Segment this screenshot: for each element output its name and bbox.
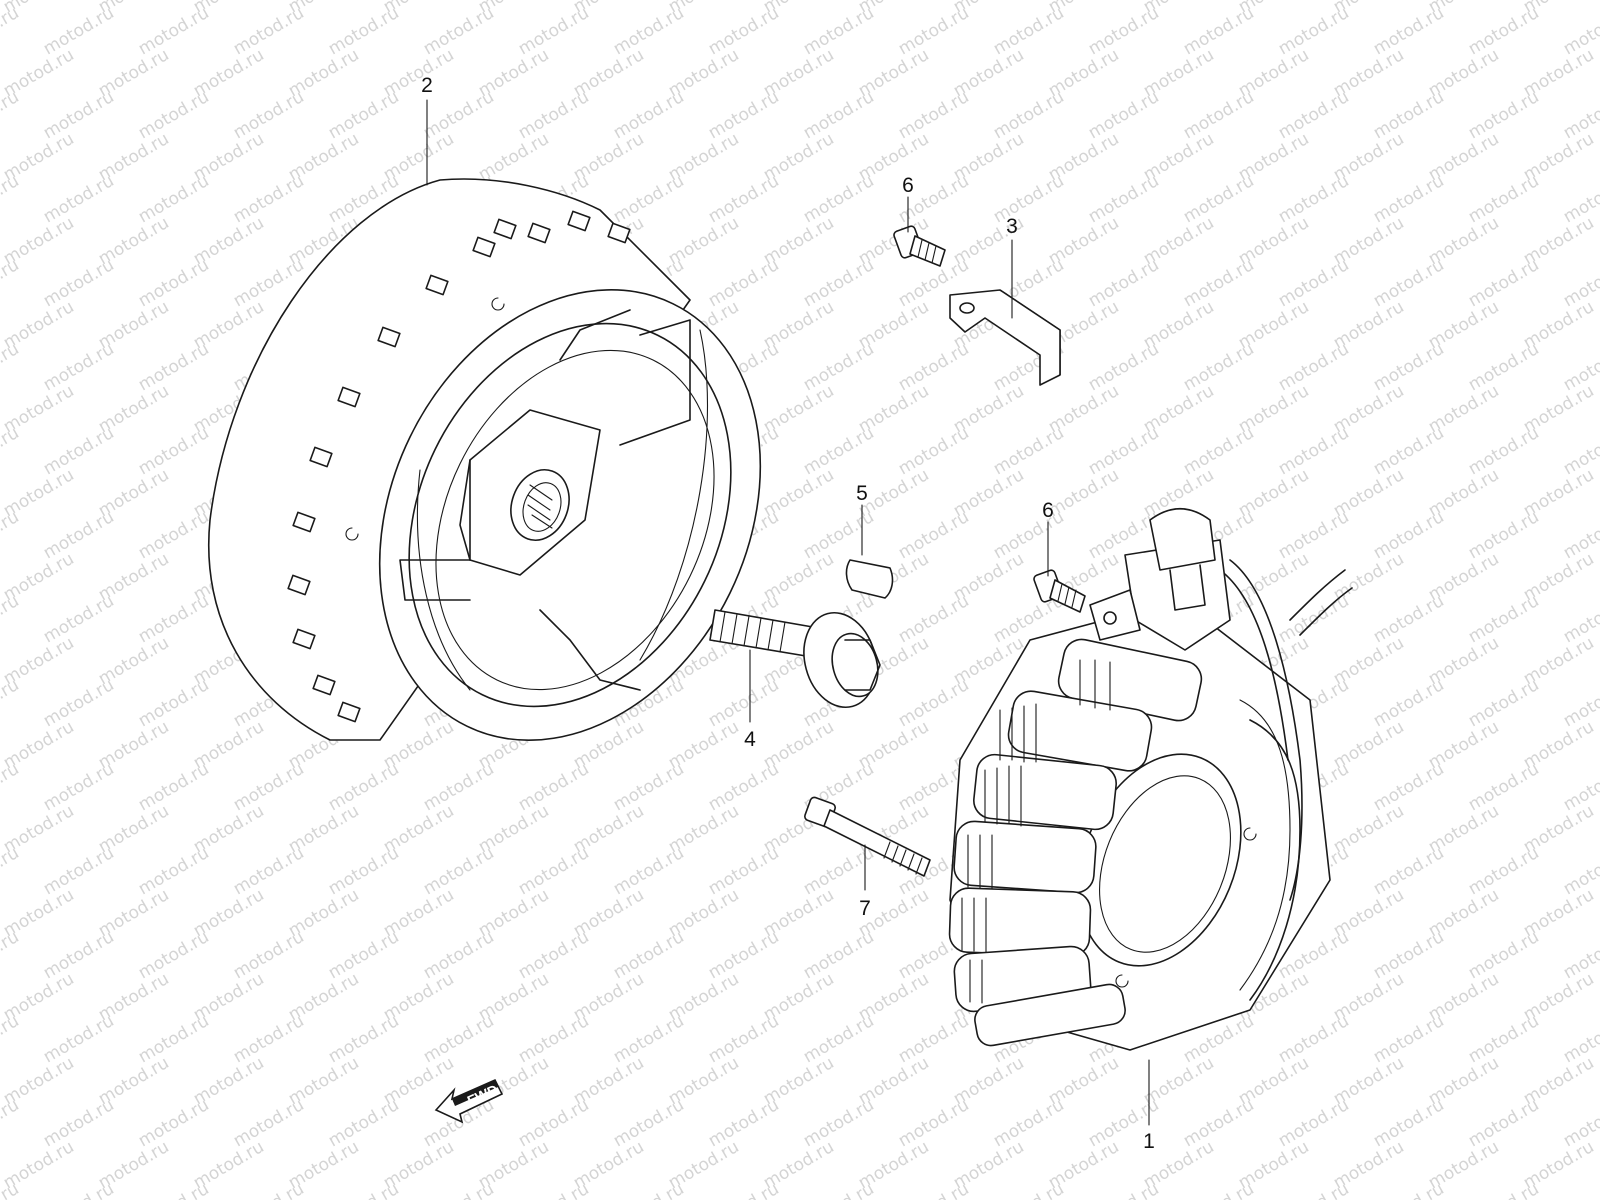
callout-1: 1 — [1143, 1130, 1155, 1153]
callout-5: 5 — [856, 482, 868, 505]
stator-coils — [948, 638, 1203, 1047]
callout-6-lower: 6 — [1042, 499, 1054, 522]
rotor-magnet-tabs — [287, 210, 631, 723]
callout-6-upper: 6 — [902, 174, 914, 197]
wire-clamp-bracket — [949, 289, 1061, 386]
callout-4: 4 — [744, 728, 756, 751]
leader-lines — [426, 99, 1150, 1126]
stator-assembly — [948, 508, 1353, 1051]
callout-3: 3 — [1006, 215, 1018, 238]
screw-upper — [893, 225, 946, 267]
stator-mounting-screw — [804, 796, 931, 877]
fwd-arrow-badge: FWD — [434, 1078, 504, 1124]
woodruff-key — [845, 559, 894, 599]
rotor-bolt — [709, 609, 881, 709]
callout-7: 7 — [859, 897, 871, 920]
callout-2: 2 — [421, 74, 433, 97]
fwd-label: FWD — [465, 1081, 501, 1109]
flywheel-rotor — [208, 178, 762, 741]
screw-lower — [1033, 569, 1086, 613]
